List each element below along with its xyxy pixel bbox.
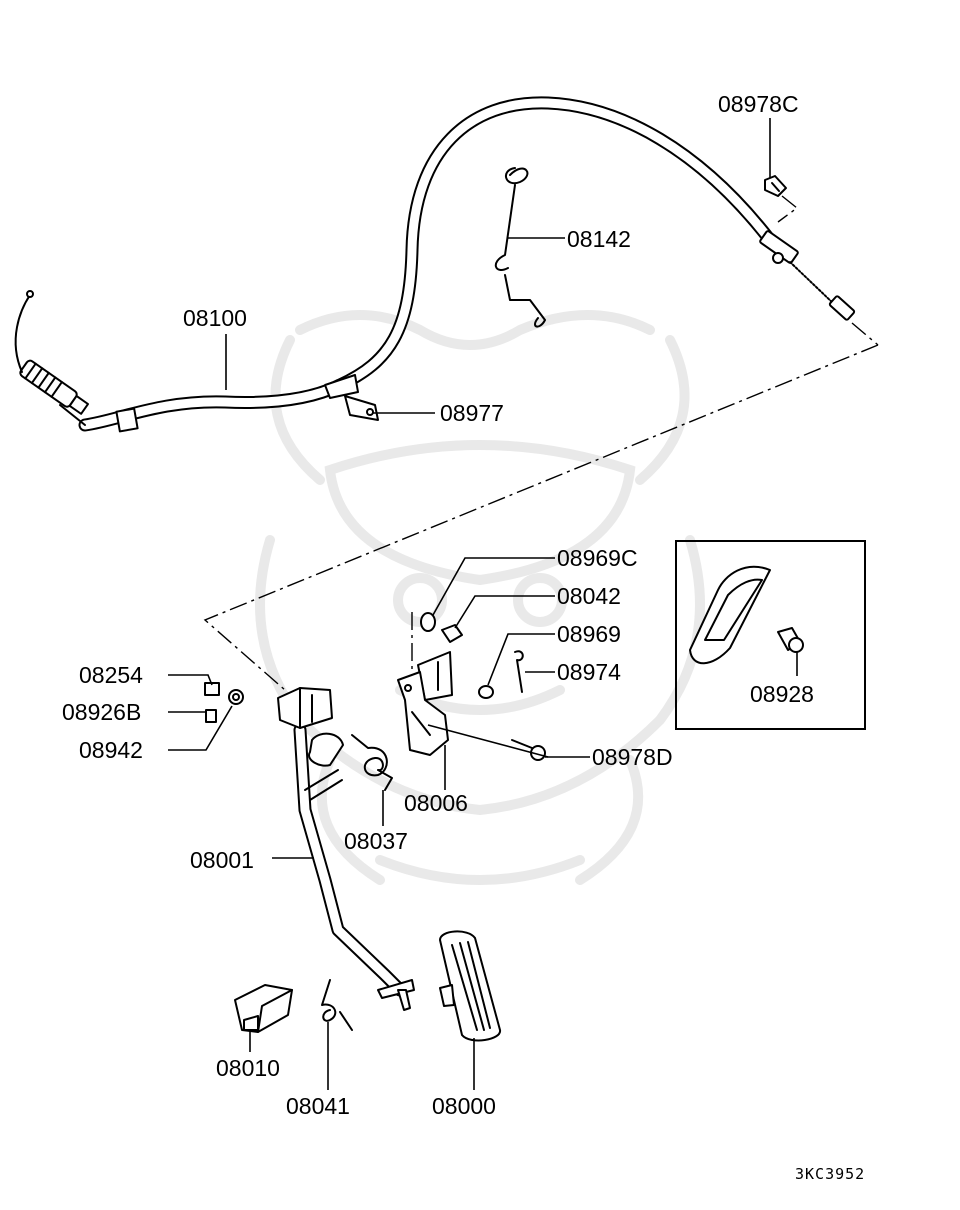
label-08926B: 08926B [62,699,141,725]
bushing-08042-icon [441,624,463,643]
label-08001: 08001 [190,847,254,873]
samurai-helmet-watermark-icon [255,310,705,885]
washer-08969C-icon [420,612,436,632]
label-08942: 08942 [79,737,143,763]
label-08041: 08041 [286,1093,350,1119]
label-08254: 08254 [79,662,143,688]
label-08010: 08010 [216,1055,280,1081]
label-08037: 08037 [344,828,408,854]
bolt-08926B-icon [205,709,217,723]
bolt-08978C-icon [764,175,787,197]
washer-08969-icon [478,685,494,699]
clip-08142-icon [494,167,546,328]
bushing-08942-icon [228,689,244,705]
pedal-lever-icon [277,687,415,1011]
document-code: 3KC3952 [795,1165,865,1183]
pad-cover-08010-icon [234,984,293,1033]
label-08042: 08042 [557,583,621,609]
label-08969: 08969 [557,621,621,647]
spring-08037-icon [351,734,393,791]
label-08928: 08928 [750,681,814,707]
part-labels: 08978C 08142 08100 08977 08969C 08042 08… [62,91,865,1183]
connection-lines [203,195,879,691]
pin-08974-icon [514,650,524,693]
accelerator-cable-icon [14,96,856,433]
label-08977: 08977 [440,400,504,426]
label-08969C: 08969C [557,545,638,571]
label-08000: 08000 [432,1093,496,1119]
inset-box-08928 [675,540,866,730]
leader-lines [168,118,798,1090]
spring-08041-icon [321,979,353,1031]
label-08006: 08006 [404,790,468,816]
label-08100: 08100 [183,305,247,331]
label-08974: 08974 [557,659,621,685]
label-08978D: 08978D [592,744,673,770]
pedal-pad-08000-icon [439,930,501,1042]
label-08142: 08142 [567,226,631,252]
label-08978C: 08978C [718,91,799,117]
bracket-08006-icon [397,651,453,756]
bolt-08978D-icon [511,739,546,761]
